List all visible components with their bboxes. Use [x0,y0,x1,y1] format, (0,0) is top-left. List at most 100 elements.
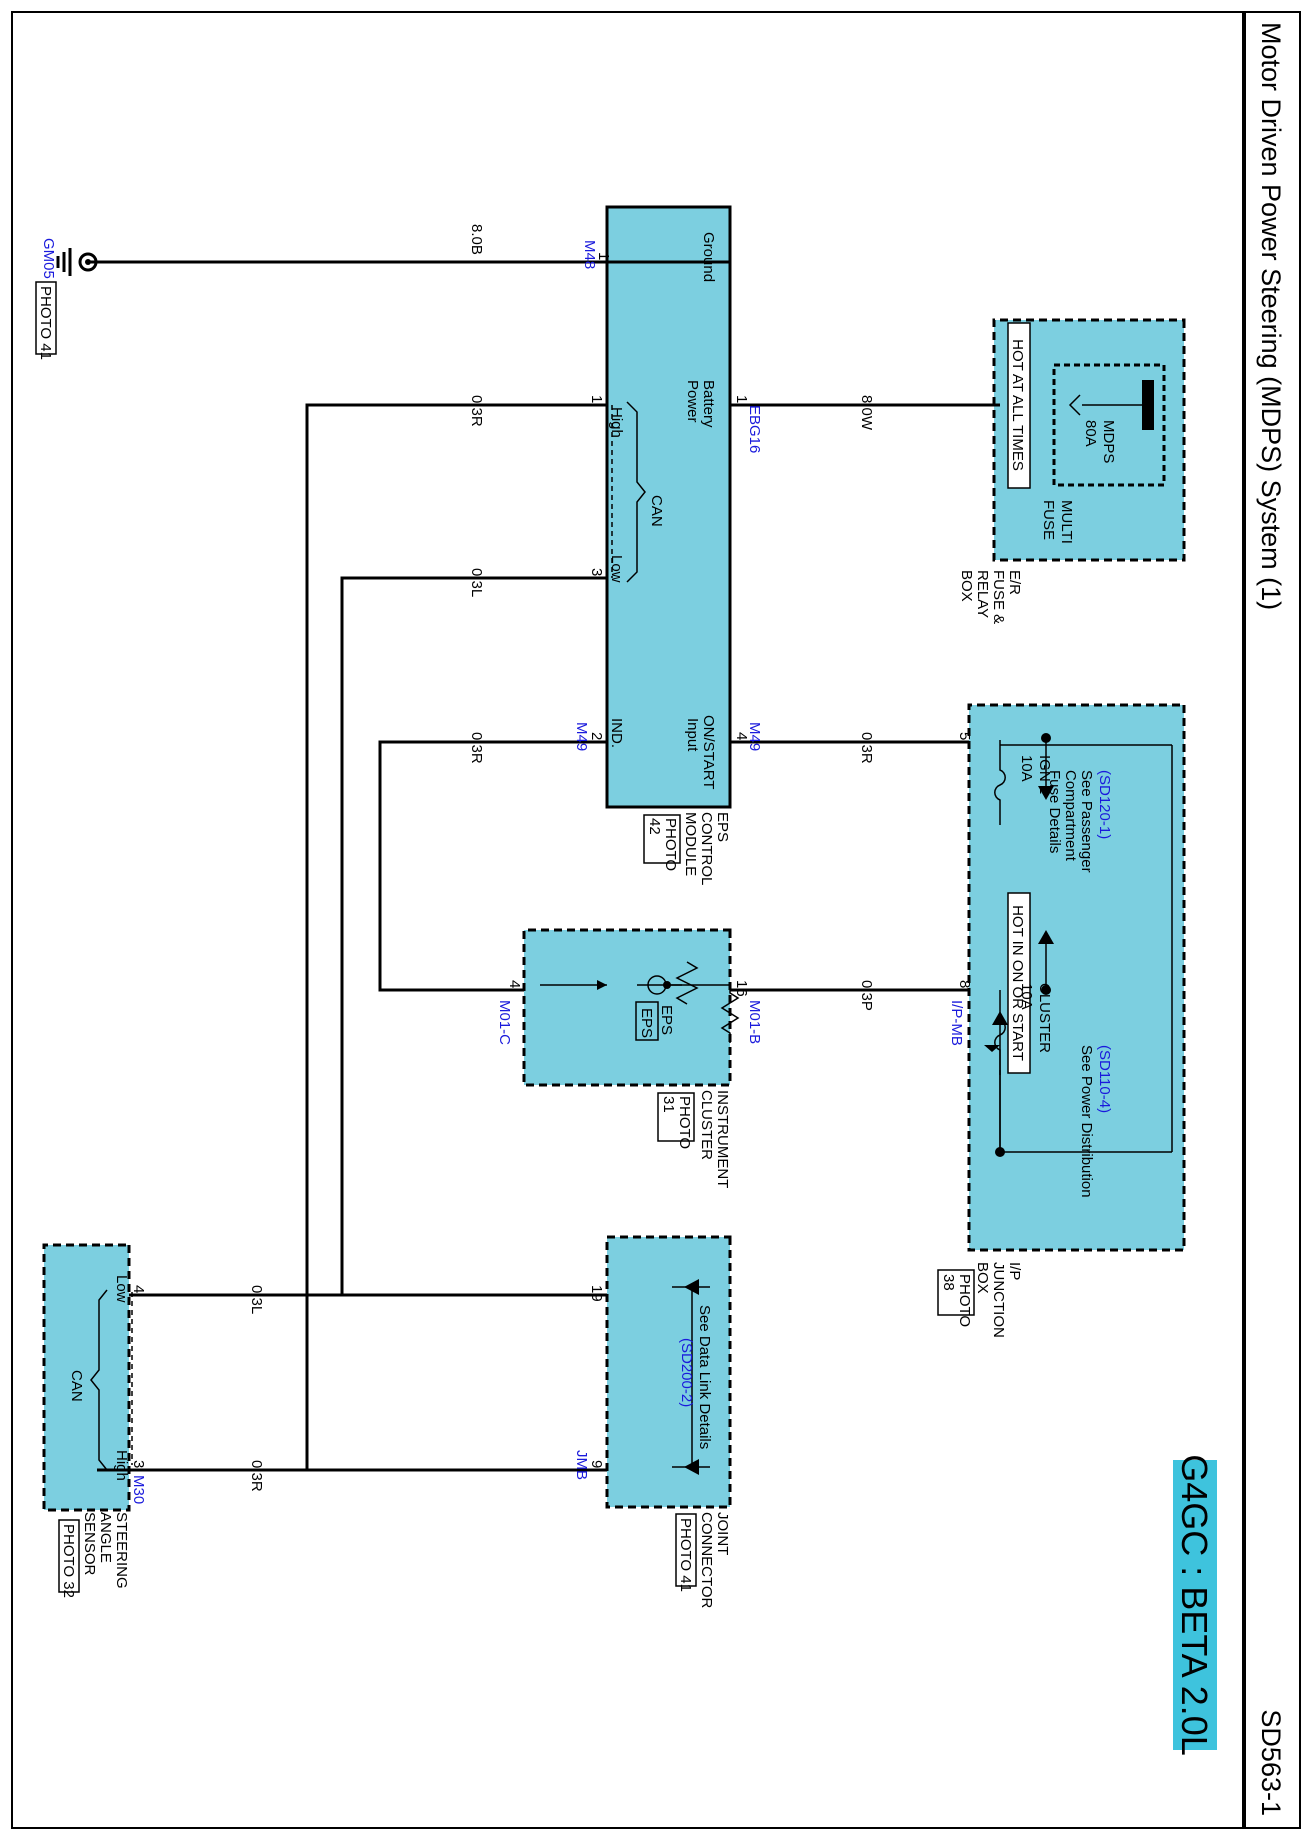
on-start-wire-label: 0.3R [858,732,875,764]
cluster-photo-frame [657,1092,695,1142]
joint-connector-ref[interactable]: (SD200-2) [678,1338,695,1407]
ign1-fuse-rating: 10A [1018,755,1035,782]
page-title: Motor Driven Power Steering (MDPS) Syste… [1256,22,1286,610]
eps-indicator-text: EPS [638,1008,655,1038]
fuse-box-name-1: E/R [1006,570,1023,595]
eps-can-brace [626,401,646,583]
ground-wire-label: 8.0B [468,224,485,255]
fuse-box-name-4: BOX [958,570,975,602]
eps-battery-label-2: Power [684,380,701,423]
ip-junction-box: HOT IN ON OR START IGN 1 10A CLUSTER 10A… [937,703,1186,1338]
connector-m49-ind[interactable]: M49 [573,722,590,751]
junction-box-name-1: I/P [1006,1262,1023,1280]
fuse-box-name-3: RELAY [974,570,991,618]
connector-jmb[interactable]: JMB [573,1450,590,1480]
joint-pin-9: 9 [588,1460,605,1468]
engine-badge [1173,1460,1217,1750]
fuse-box-name-2: FUSE & [990,570,1007,624]
eps-module-name-3: MODULE [682,812,699,876]
sas-low-label: Low [113,1275,130,1303]
power-distribution-ref[interactable]: (SD110-4) [1096,1045,1113,1113]
sas-photo-frame [58,1519,80,1593]
eps-can-label: CAN [648,495,665,527]
connector-m48[interactable]: M48 [581,240,598,269]
engine-badge-text: G4GC : BETA 2.0L [1174,1454,1215,1755]
page-code: SD563-1 [1256,1709,1286,1816]
sas-photo-label: PHOTO 32 [60,1524,77,1598]
connector-m30[interactable]: M30 [130,1475,147,1504]
eps-indicator-frame [635,1001,659,1041]
hot-at-all-times-label: HOT AT ALL TIMES [1009,339,1026,471]
mdps-fuse-label: MDPS [1100,420,1117,463]
multi-fuse-label-1: MULTI [1058,500,1075,544]
junction-box-name-2: JUNCTION [990,1262,1007,1338]
cluster-fuse-label: CLUSTER [1036,983,1053,1053]
hot-in-on-or-start-banner [1007,892,1031,1074]
battery-pin: 1 [733,395,750,403]
joint-photo-label: PHOTO 41 [677,1518,694,1592]
eps-module-photo-2: 42 [646,818,663,835]
multi-fuse-frame [1052,363,1166,487]
connector-m01-b[interactable]: M01-B [746,1000,763,1044]
eps-module-photo-frame [643,814,681,864]
eps-control-module: Ground Battery Power ON/START Input IND.… [605,205,732,885]
hot-in-on-or-start-label: HOT IN ON OR START [1009,905,1026,1061]
can-high-pin: 1 [588,395,605,403]
passenger-fuse-note-2: Compartment [1062,770,1079,862]
joint-connector: See Data Link Details (SD200-2) JOINT CO… [605,1235,732,1609]
cluster-photo-2: 31 [660,1096,677,1113]
cluster-name-2: CLUSTER [698,1090,715,1160]
connector-ip-mb[interactable]: I/P-MB [948,1000,965,1046]
junction-box-photo-frame [937,1269,975,1316]
cluster-fuse-rating: 10A [1018,983,1035,1010]
instrument-cluster: EPS EPS INSTRUMENT CLUSTER PHOTO 31 [522,928,740,1188]
ground-pin: 1 [595,252,612,260]
sas-high-label: High [113,1450,130,1481]
eps-module-name-2: CONTROL [698,812,715,885]
steering-angle-sensor: Low High CAN STEERING ANGLE SENSOR PHOTO… [42,1243,133,1598]
connector-m01-c[interactable]: M01-C [496,1000,513,1045]
ground-ring-terminal [78,252,98,272]
ign1-fuse-symbol [994,740,1006,825]
eps-battery-label-1: Battery [700,380,717,428]
cluster-name-1: INSTRUMENT [714,1090,731,1188]
can-low-pin: 3 [588,568,605,576]
cluster-feed-wire-label: 0.3P [858,980,875,1011]
ind-pin: 2 [588,732,605,740]
cluster-pin-16: 16 [733,980,750,997]
eps-can-low-label: Low [608,555,625,583]
eps-on-start-label-1: ON/START [700,715,717,789]
junction-box-pin-8: 8 [956,980,973,988]
connector-m49-on-start[interactable]: M49 [746,722,763,751]
sas-pin-3: 3 [130,1460,147,1468]
sas-name-1: STEERING [113,1512,130,1589]
mdps-fuse-rating: 80A [1082,420,1099,447]
junction-box-photo-2: 38 [940,1274,957,1291]
ground-point-code: GM05 [40,238,57,279]
eps-ground-label: Ground [700,232,717,282]
sas-name-2: ANGLE [97,1512,114,1563]
ind-wire [378,740,607,992]
junction-box-photo-1: PHOTO [956,1274,973,1327]
can-high-wire-label: 0.3R [468,395,485,427]
eps-ind-label: IND. [608,718,625,748]
multi-fuse-bus-bar [1142,380,1154,430]
joint-connector-name-2: CONNECTOR [698,1512,715,1609]
sas-low-wire-label: 0.3L [248,1285,265,1314]
eps-lamp-label: EPS [658,1005,675,1035]
eps-can-high-label: High [608,407,625,438]
battery-wire-label: 8.0W [858,395,875,431]
connector-ebg16[interactable]: EBG16 [746,405,763,453]
joint-connector-name-1: JOINT [714,1512,731,1555]
power-distribution-note: See Power Distribution [1078,1045,1095,1198]
on-start-pin: 4 [733,732,750,740]
passenger-fuse-note-1: See Passenger [1078,770,1095,873]
eps-module-name-1: EPS [714,812,731,842]
joint-pin-19: 19 [588,1285,605,1302]
passenger-fuse-ref[interactable]: (SD120-1) [1096,770,1113,839]
cluster-pin-4: 4 [506,980,523,988]
cluster-photo-1: PHOTO [676,1096,693,1149]
multi-fuse-label-2: FUSE [1040,500,1057,540]
page-frame [11,11,1301,1829]
